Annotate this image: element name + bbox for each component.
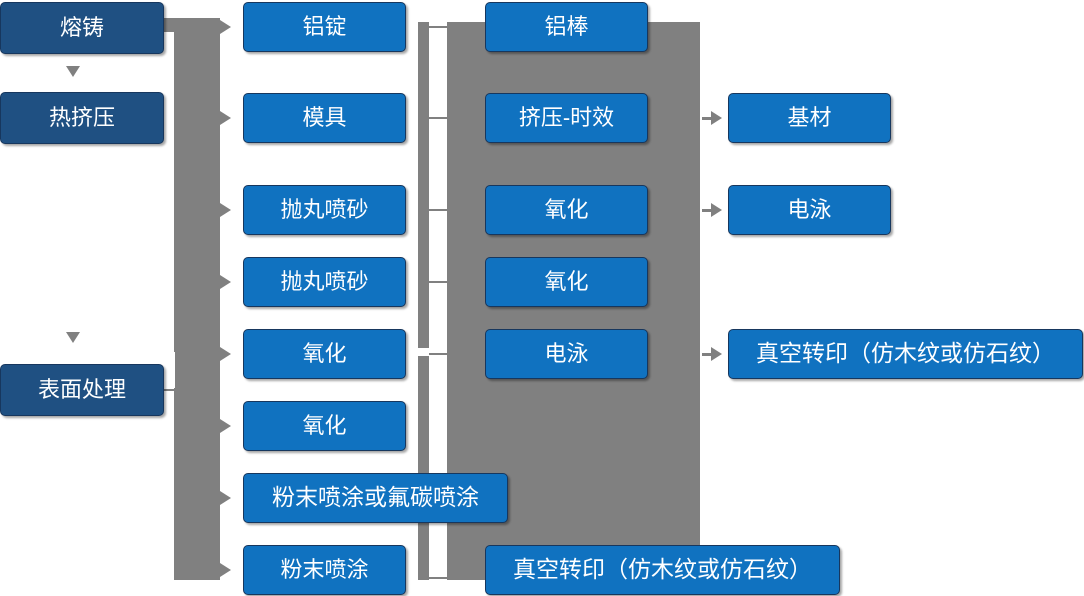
ladder-rung-5 [429, 353, 451, 355]
treatment-node-oxidation-1[interactable]: 氧化 [485, 185, 648, 235]
arrow-slab-to-electrophoresis [711, 203, 722, 217]
stage-node-melting-casting[interactable]: 熔铸 [0, 2, 164, 54]
process-node-powder-coating[interactable]: 粉末喷涂 [243, 545, 406, 595]
arrow-trunk-to-powder-coating [220, 563, 231, 577]
ladder-rung-6 [429, 577, 451, 579]
treatment-node-oxidation-2[interactable]: 氧化 [485, 257, 648, 307]
ladder-rung-3 [429, 209, 451, 211]
process-node-shotblast-1[interactable]: 抛丸喷砂 [243, 185, 406, 235]
arrow-trunk-to-aluminum-ingot [220, 20, 231, 34]
arrow-down-melting-to-extrusion [66, 66, 80, 77]
arrow-slab-to-vacuum-transfer [711, 347, 722, 361]
ladder-rung-4 [429, 281, 451, 283]
ladder-left-rail-lower [418, 356, 429, 580]
arrow-down-to-surface-treatment [66, 332, 80, 343]
arrow-trunk-to-mold [220, 111, 231, 125]
stub-to-base-material [702, 117, 716, 120]
arrow-trunk-to-shotblast-1 [220, 203, 231, 217]
process-node-powder-or-fluorocarbon-spray[interactable]: 粉末喷涂或氟碳喷涂 [243, 473, 508, 523]
treatment-node-vacuum-transfer-print[interactable]: 真空转印（仿木纹或仿石纹） [485, 545, 840, 595]
notch-mask [163, 352, 175, 388]
treatment-node-electrophoresis[interactable]: 电泳 [485, 329, 648, 379]
left-trunk-bar [174, 18, 220, 580]
output-node-electrophoresis[interactable]: 电泳 [728, 185, 891, 235]
arrow-trunk-to-oxidation-2 [220, 419, 231, 433]
arrow-trunk-to-oxidation-1 [220, 347, 231, 361]
connector-surface-to-trunk [163, 389, 185, 391]
process-node-aluminum-ingot[interactable]: 铝锭 [243, 2, 406, 52]
stage-node-surface-treatment[interactable]: 表面处理 [0, 364, 164, 416]
stub-to-electrophoresis [702, 209, 716, 212]
process-node-oxidation-1[interactable]: 氧化 [243, 329, 406, 379]
process-node-shotblast-2[interactable]: 抛丸喷砂 [243, 257, 406, 307]
treatment-node-aluminum-bar[interactable]: 铝棒 [485, 2, 648, 52]
ladder-left-rail [418, 22, 429, 348]
arrow-trunk-to-powder-fluorocarbon [220, 491, 231, 505]
treatment-node-extrusion-aging[interactable]: 挤压-时效 [485, 93, 648, 143]
process-node-oxidation-2[interactable]: 氧化 [243, 401, 406, 451]
process-node-mold[interactable]: 模具 [243, 93, 406, 143]
output-node-base-material[interactable]: 基材 [728, 93, 891, 143]
arrow-trunk-to-shotblast-2 [220, 275, 231, 289]
output-node-vacuum-transfer-print[interactable]: 真空转印（仿木纹或仿石纹） [728, 329, 1083, 379]
connector-melting-to-trunk [163, 18, 181, 32]
ladder-rung-2 [429, 117, 451, 119]
stage-node-hot-extrusion[interactable]: 热挤压 [0, 92, 164, 144]
stub-to-vacuum-transfer [702, 353, 716, 356]
ladder-rung-1 [429, 26, 451, 28]
arrow-slab-to-base-material [711, 111, 722, 125]
